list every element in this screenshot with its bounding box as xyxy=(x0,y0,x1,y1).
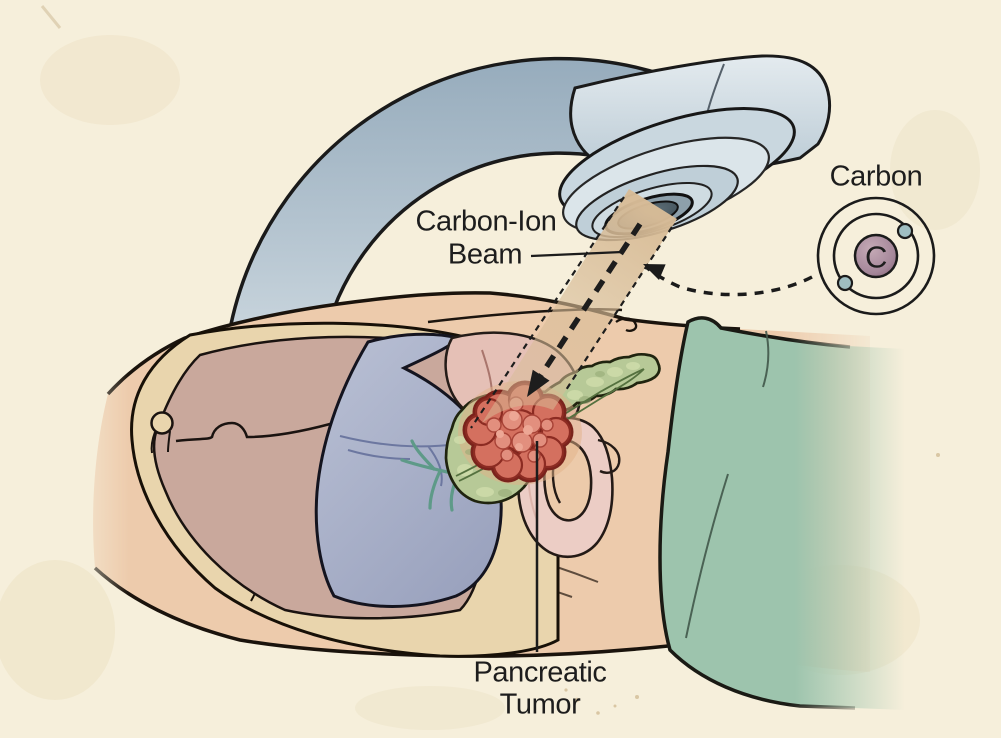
liver xyxy=(314,332,503,608)
beam-label-line2: Beam xyxy=(447,238,523,271)
atom-arrowhead-icon xyxy=(643,264,666,281)
electron-icon xyxy=(896,222,914,240)
intestine-loop-line xyxy=(597,438,621,474)
beam-label-pointer-line xyxy=(530,250,623,258)
electron-icon xyxy=(836,274,854,292)
bile-duct-branches xyxy=(400,439,474,512)
atom-title-label: Carbon xyxy=(829,160,923,193)
beam-arrowhead-icon xyxy=(527,369,550,397)
beam-edge-dashed-left xyxy=(470,196,625,429)
tumor-label-line2: Tumor xyxy=(499,688,581,721)
tumor-label-line1: Pancreatic xyxy=(473,656,607,689)
body-bottom-outline xyxy=(93,566,669,658)
atom-symbol-label: C xyxy=(865,239,887,275)
drape-folds xyxy=(685,330,770,639)
surgical-drape xyxy=(658,316,905,710)
carbon-atom-diagram xyxy=(643,196,936,316)
beam-label-line1: Carbon-Ion xyxy=(415,205,557,238)
electron-orbit-outer xyxy=(816,196,936,316)
navel xyxy=(615,317,638,332)
carbon-nucleus xyxy=(853,233,899,279)
electron-orbit-inner xyxy=(832,212,920,300)
paper-speckles xyxy=(564,453,940,715)
rib-knob xyxy=(150,411,174,435)
